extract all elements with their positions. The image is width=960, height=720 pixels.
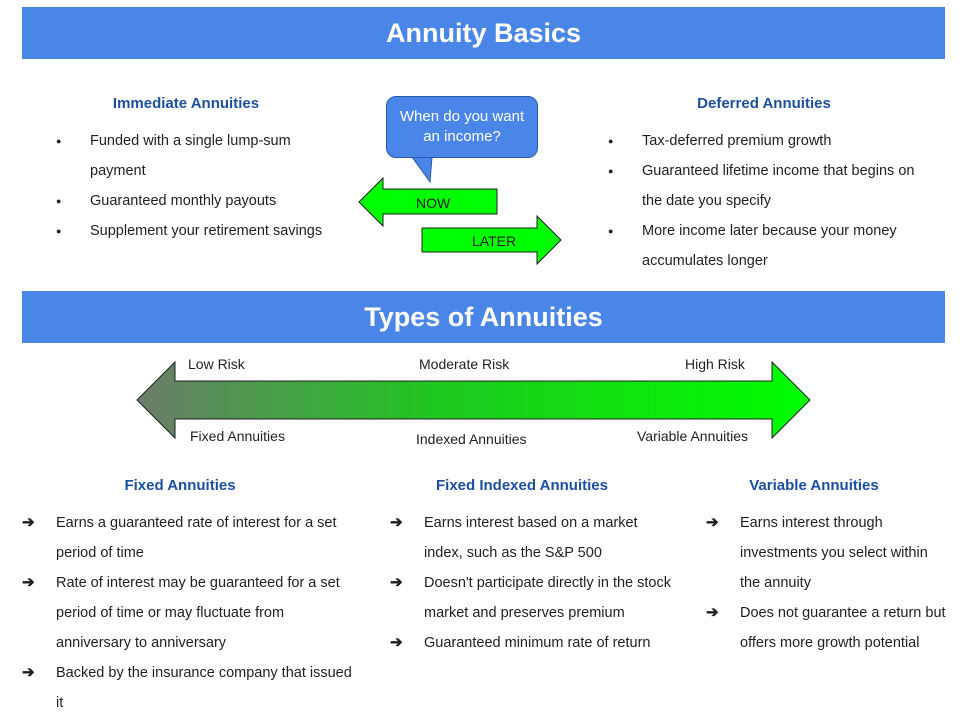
now-label: NOW <box>416 195 451 211</box>
immediate-annuities-list: Funded with a single lump-sum payment Gu… <box>56 126 346 246</box>
fixed-annuities-title: Fixed Annuities <box>124 477 236 494</box>
fixed-indexed-annuities-title: Fixed Indexed Annuities <box>436 477 608 494</box>
list-item: Guaranteed lifetime income that begins o… <box>608 156 928 216</box>
deferred-annuities-title: Deferred Annuities <box>697 95 831 112</box>
list-item: Earns interest based on a market index, … <box>390 508 680 568</box>
income-question-text: When do you want an income? <box>399 108 525 145</box>
fixed-annuities-label: Fixed Annuities <box>190 428 285 444</box>
immediate-annuities-title: Immediate Annuities <box>112 95 260 112</box>
deferred-annuities-list: Tax-deferred premium growth Guaranteed l… <box>608 126 928 276</box>
list-item: Doesn't participate directly in the stoc… <box>390 568 680 628</box>
speech-bubble-tail <box>411 156 433 184</box>
variable-annuities-title: Variable Annuities <box>749 477 879 494</box>
types-of-annuities-banner: Types of Annuities <box>22 291 945 343</box>
risk-spectrum-arrow <box>136 360 811 440</box>
list-item: Backed by the insurance company that iss… <box>22 658 352 718</box>
income-question-bubble: When do you want an income? <box>386 96 538 158</box>
indexed-annuities-label: Indexed Annuities <box>416 431 527 447</box>
variable-annuities-label: Variable Annuities <box>637 428 749 444</box>
moderate-risk-label: Moderate Risk <box>419 356 510 372</box>
list-item: Tax-deferred premium growth <box>608 126 928 156</box>
later-label: LATER <box>472 233 517 249</box>
low-risk-label: Low Risk <box>188 356 245 372</box>
list-item: Earns a guaranteed rate of interest for … <box>22 508 352 568</box>
list-item: More income later because your money acc… <box>608 216 928 276</box>
fixed-indexed-annuities-list: Earns interest based on a market index, … <box>390 508 680 658</box>
fixed-annuities-list: Earns a guaranteed rate of interest for … <box>22 508 352 718</box>
later-arrow <box>421 214 562 266</box>
now-arrow <box>358 176 498 228</box>
variable-annuities-list: Earns interest through investments you s… <box>706 508 946 658</box>
list-item: Rate of interest may be guaranteed for a… <box>22 568 352 658</box>
annuity-basics-title: Annuity Basics <box>385 17 582 48</box>
annuity-basics-banner: Annuity Basics <box>22 7 945 59</box>
list-item: Guaranteed monthly payouts <box>56 186 346 216</box>
list-item: Does not guarantee a return but offers m… <box>706 598 946 658</box>
types-of-annuities-title: Types of Annuities <box>364 301 603 332</box>
list-item: Guaranteed minimum rate of return <box>390 628 680 658</box>
list-item: Earns interest through investments you s… <box>706 508 946 598</box>
high-risk-label: High Risk <box>685 356 745 372</box>
list-item: Supplement your retirement savings <box>56 216 346 246</box>
list-item: Funded with a single lump-sum payment <box>56 126 346 186</box>
